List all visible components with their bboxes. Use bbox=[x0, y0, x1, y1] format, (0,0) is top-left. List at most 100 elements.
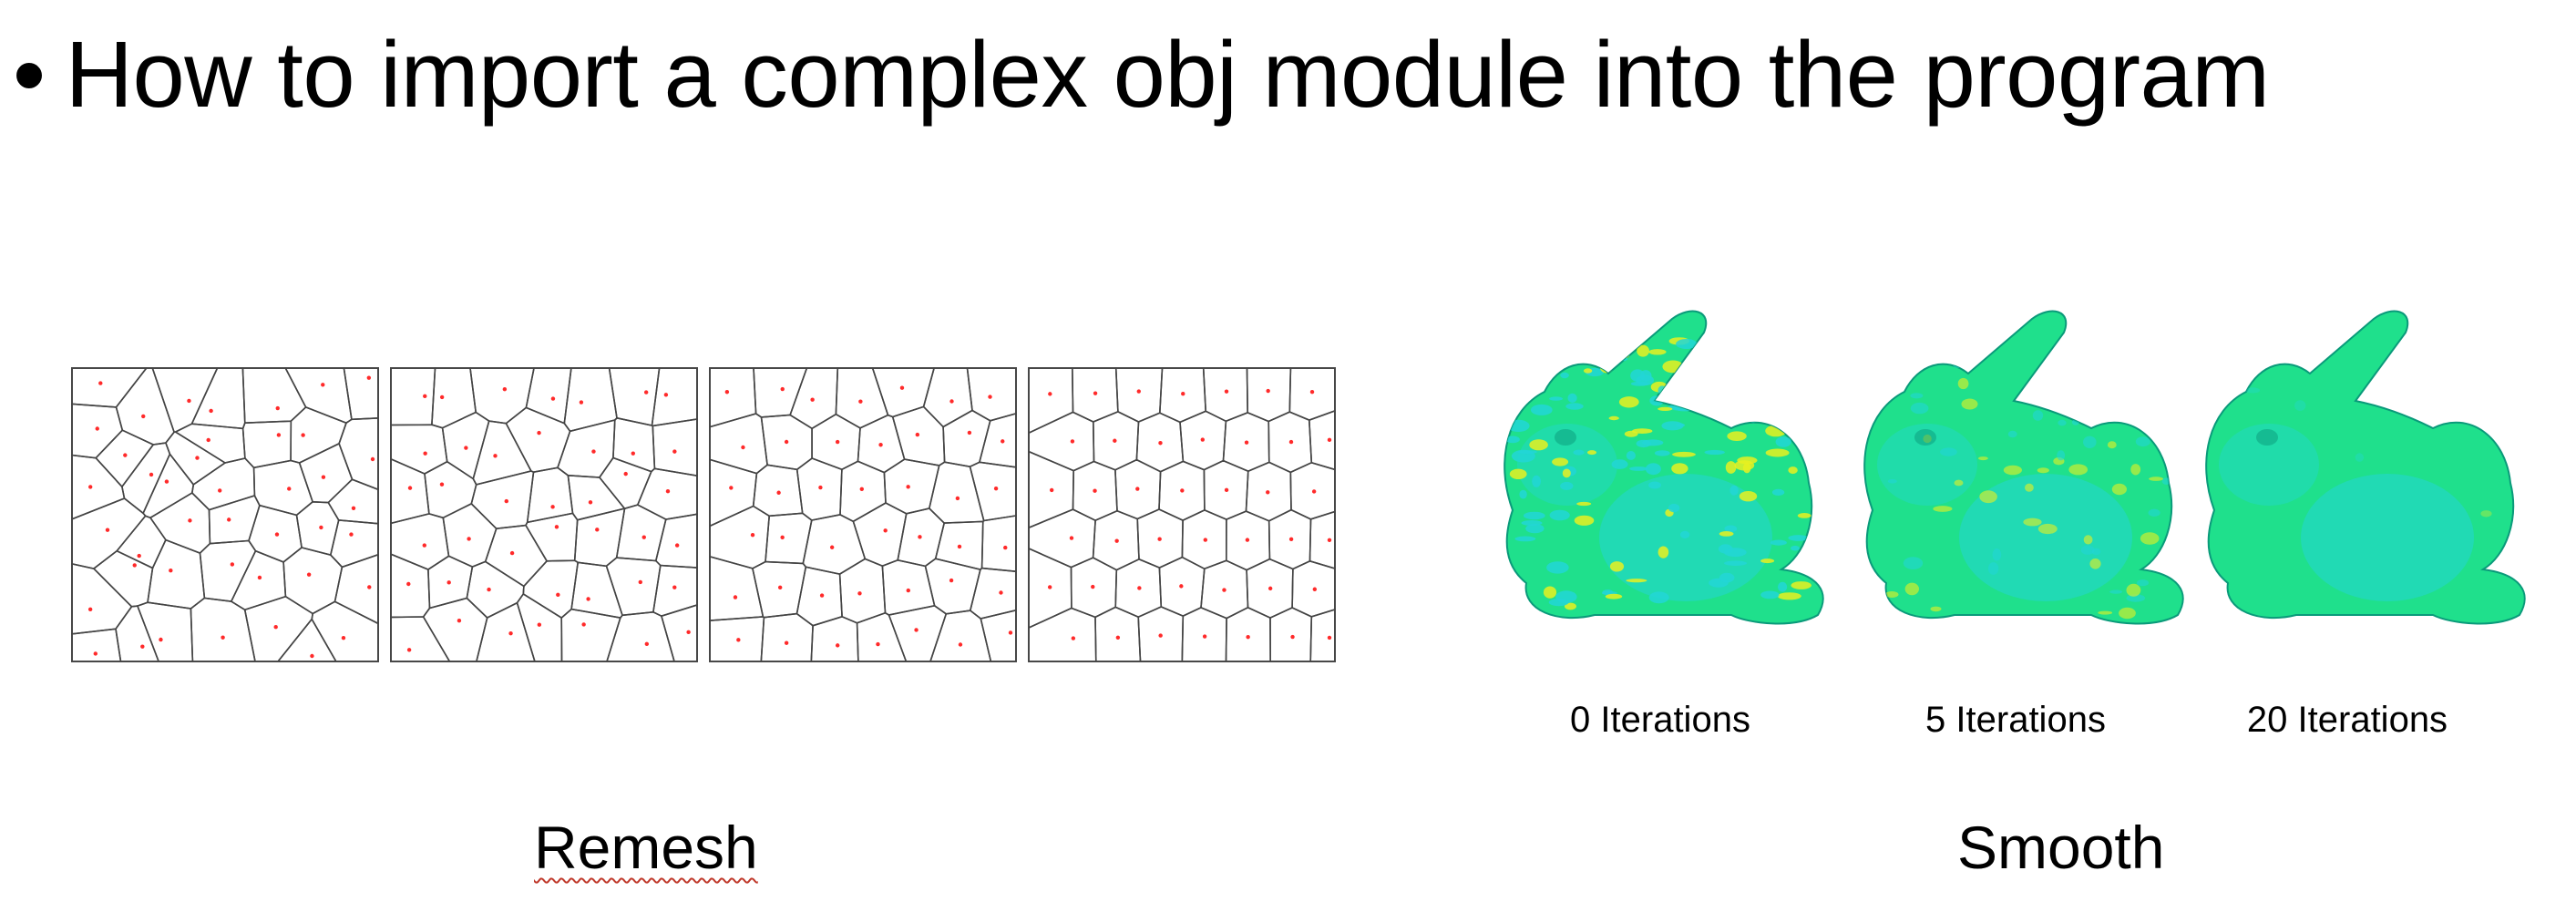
surface-noise bbox=[1531, 356, 1546, 361]
surface-noise bbox=[1800, 344, 1816, 354]
seed-point bbox=[674, 543, 680, 548]
seed-point bbox=[1047, 585, 1052, 589]
surface-noise bbox=[2092, 338, 2104, 351]
surface-noise bbox=[1544, 351, 1568, 359]
remesh-panel-frame bbox=[390, 367, 698, 662]
seed-point bbox=[1158, 441, 1163, 446]
seed-point bbox=[1157, 537, 1162, 541]
surface-noise bbox=[1748, 413, 1759, 424]
seed-point bbox=[686, 630, 691, 635]
surface-noise bbox=[1775, 436, 1791, 447]
iteration-label-5: 5 Iterations bbox=[1925, 700, 2106, 740]
surface-noise bbox=[1662, 360, 1684, 374]
seed-point bbox=[591, 449, 596, 454]
surface-noise bbox=[1611, 459, 1628, 469]
seed-point bbox=[1309, 389, 1315, 395]
seed-point bbox=[818, 485, 823, 490]
surface-noise bbox=[2007, 430, 2017, 438]
surface-noise bbox=[1548, 599, 1569, 607]
seed-point bbox=[226, 517, 231, 522]
seed-point bbox=[1070, 439, 1075, 444]
iteration-label-0: 0 Iterations bbox=[1570, 700, 1750, 740]
seed-point bbox=[1003, 545, 1008, 550]
seed-point bbox=[209, 408, 213, 414]
seed-point bbox=[321, 475, 326, 479]
surface-noise bbox=[1676, 423, 1685, 427]
seed-point bbox=[98, 381, 103, 385]
surface-noise bbox=[2032, 410, 2044, 421]
seed-point bbox=[641, 535, 646, 539]
surface-noise bbox=[1884, 591, 1899, 598]
seed-point bbox=[509, 550, 515, 556]
seed-point bbox=[663, 393, 669, 397]
surface-noise bbox=[1605, 593, 1623, 599]
seed-point bbox=[446, 580, 451, 585]
iteration-label-20: 20 Iterations bbox=[2246, 700, 2448, 740]
seed-point bbox=[906, 588, 910, 593]
surface-noise bbox=[1930, 606, 1942, 612]
surface-noise bbox=[1587, 450, 1596, 456]
surface-noise bbox=[1525, 524, 1545, 534]
surface-noise bbox=[1739, 491, 1758, 502]
seed-point bbox=[1244, 440, 1249, 445]
surface-noise bbox=[1571, 330, 1595, 343]
surface-noise bbox=[2140, 357, 2157, 364]
seed-point bbox=[493, 454, 498, 458]
surface-noise bbox=[1765, 448, 1790, 457]
bunny-head-shade bbox=[1877, 424, 1977, 506]
surface-noise bbox=[2064, 353, 2080, 357]
surface-noise bbox=[1797, 513, 1811, 518]
surface-noise bbox=[1711, 390, 1735, 395]
seed-point bbox=[914, 628, 919, 632]
seed-point bbox=[957, 544, 962, 549]
bunny-eye bbox=[1914, 429, 1936, 446]
voronoi-cell bbox=[980, 609, 1017, 662]
voronoi-cell bbox=[1309, 608, 1336, 662]
seed-point bbox=[780, 535, 785, 540]
seed-point bbox=[1179, 584, 1184, 589]
seed-point bbox=[423, 394, 427, 399]
seed-point bbox=[958, 642, 963, 647]
seed-point bbox=[918, 535, 922, 539]
surface-noise bbox=[2098, 610, 2113, 615]
seed-point bbox=[1267, 586, 1273, 591]
seed-point bbox=[810, 397, 815, 402]
bunny-model bbox=[2205, 310, 2526, 625]
surface-noise bbox=[1964, 340, 1979, 348]
seed-point bbox=[1203, 538, 1208, 542]
surface-noise bbox=[2091, 548, 2101, 556]
seed-point bbox=[949, 578, 954, 583]
seed-point bbox=[301, 433, 305, 437]
bunny-head-shade bbox=[2219, 424, 2319, 506]
seed-point bbox=[733, 595, 738, 599]
seed-point bbox=[276, 433, 282, 437]
seed-point bbox=[87, 607, 93, 612]
surface-noise bbox=[1529, 439, 1548, 451]
seed-point bbox=[1266, 490, 1270, 495]
surface-noise bbox=[1992, 548, 2002, 561]
surface-noise bbox=[1519, 593, 1527, 604]
surface-noise bbox=[1671, 463, 1688, 475]
seed-point bbox=[1093, 488, 1097, 493]
surface-noise bbox=[1791, 545, 1800, 551]
surface-noise bbox=[1514, 536, 1536, 542]
surface-noise bbox=[1648, 591, 1669, 604]
seed-point bbox=[93, 651, 97, 656]
seed-point bbox=[1180, 488, 1185, 493]
seed-point bbox=[579, 400, 584, 405]
seed-point bbox=[502, 386, 508, 392]
surface-noise bbox=[1788, 342, 1805, 350]
surface-noise bbox=[1528, 340, 1544, 346]
surface-noise bbox=[1562, 468, 1571, 478]
surface-noise bbox=[1645, 463, 1661, 476]
surface-noise bbox=[1552, 457, 1569, 466]
surface-noise bbox=[1583, 368, 1593, 374]
surface-noise bbox=[2080, 545, 2095, 555]
surface-noise bbox=[1760, 349, 1773, 357]
voronoi-cell bbox=[969, 461, 1017, 522]
seed-point bbox=[631, 451, 635, 456]
surface-noise bbox=[2130, 464, 2141, 476]
bunny-eye bbox=[2256, 429, 2278, 446]
seed-point bbox=[195, 456, 200, 460]
surface-noise bbox=[1742, 462, 1751, 474]
